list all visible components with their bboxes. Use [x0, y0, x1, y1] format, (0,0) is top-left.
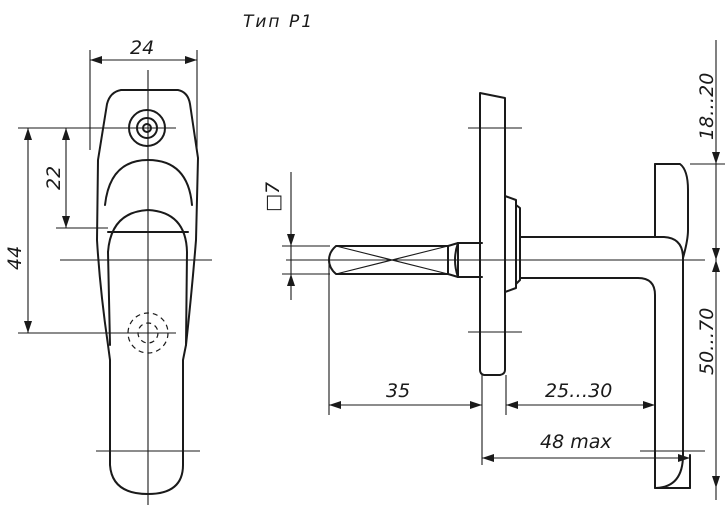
dim-22-arrow-bottom — [62, 216, 70, 228]
dim-24-arrow-left — [90, 56, 102, 64]
boss-step — [515, 204, 521, 285]
front-view: 24 44 22 — [4, 37, 212, 505]
dim-50-label: 50…70 — [696, 308, 718, 375]
dim-7-arrow-top — [287, 234, 295, 246]
dim-18-arrow-top — [712, 248, 720, 260]
dim-7-arrow-bottom — [287, 274, 295, 286]
dim-35-label: 35 — [386, 380, 410, 402]
plate-boss — [504, 195, 517, 293]
dim-22-label: 22 — [43, 166, 65, 190]
plate-side — [479, 92, 506, 376]
dim-50-arrow-bottom — [712, 476, 720, 488]
dim-48-arrow-right — [678, 454, 690, 462]
dim-25-arrow-right — [643, 401, 655, 409]
side-view: □7 35 25…30 48 max 18…20 50…70 — [262, 40, 725, 500]
lever-grip-end — [654, 163, 689, 259]
dim-18-label: 18…20 — [696, 73, 718, 140]
dim-18-arrow-bottom — [712, 152, 720, 164]
dim-35-arrow-left — [329, 401, 341, 409]
dim-24-label: 24 — [130, 37, 154, 59]
dim-24-arrow-right — [185, 56, 197, 64]
dim-48-arrow-left — [482, 454, 494, 462]
dim-25-arrow-left — [506, 401, 518, 409]
dim-44-arrow-top — [24, 128, 32, 140]
dim-7-label: □7 — [262, 182, 284, 212]
dim-44-arrow-bottom — [24, 321, 32, 333]
dim-50-arrow-top — [712, 260, 720, 272]
dim-35-arrow-right — [470, 401, 482, 409]
lever-left-edge — [107, 251, 111, 346]
dim-25-label: 25…30 — [545, 380, 612, 402]
dim-48-label: 48 max — [540, 431, 612, 453]
lever-side-inner — [519, 277, 656, 489]
dim-22-arrow-top — [62, 128, 70, 140]
dim-44-label: 44 — [4, 246, 26, 270]
spindle-body — [328, 245, 449, 275]
drawing-title: Тип Р1 — [243, 12, 314, 32]
